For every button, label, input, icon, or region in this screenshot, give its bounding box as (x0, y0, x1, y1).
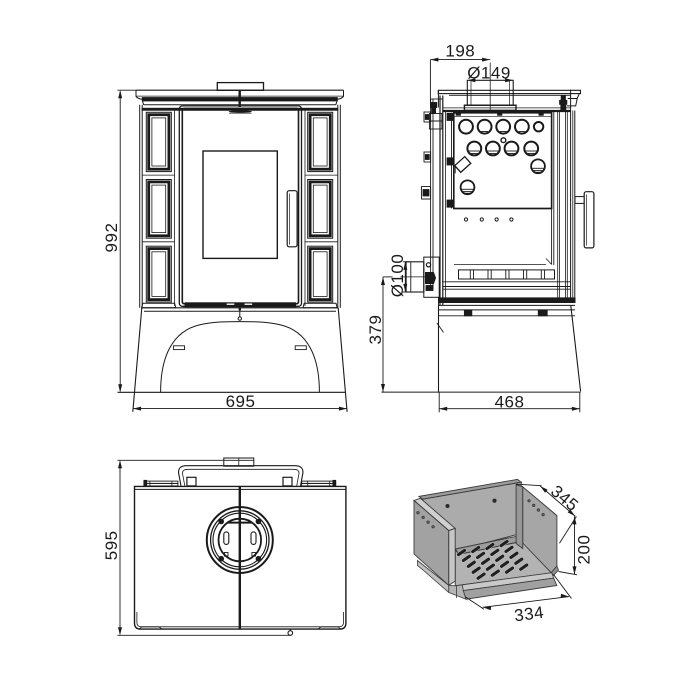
svg-text:695: 695 (226, 392, 256, 411)
svg-text:595: 595 (102, 530, 121, 560)
svg-text:198: 198 (445, 42, 475, 61)
svg-text:200: 200 (575, 535, 594, 565)
svg-text:379: 379 (366, 315, 385, 345)
svg-text:468: 468 (495, 392, 525, 411)
svg-text:Ø149: Ø149 (467, 63, 511, 82)
svg-text:Ø100: Ø100 (388, 254, 407, 298)
svg-text:334: 334 (513, 603, 545, 625)
svg-text:992: 992 (102, 223, 121, 253)
